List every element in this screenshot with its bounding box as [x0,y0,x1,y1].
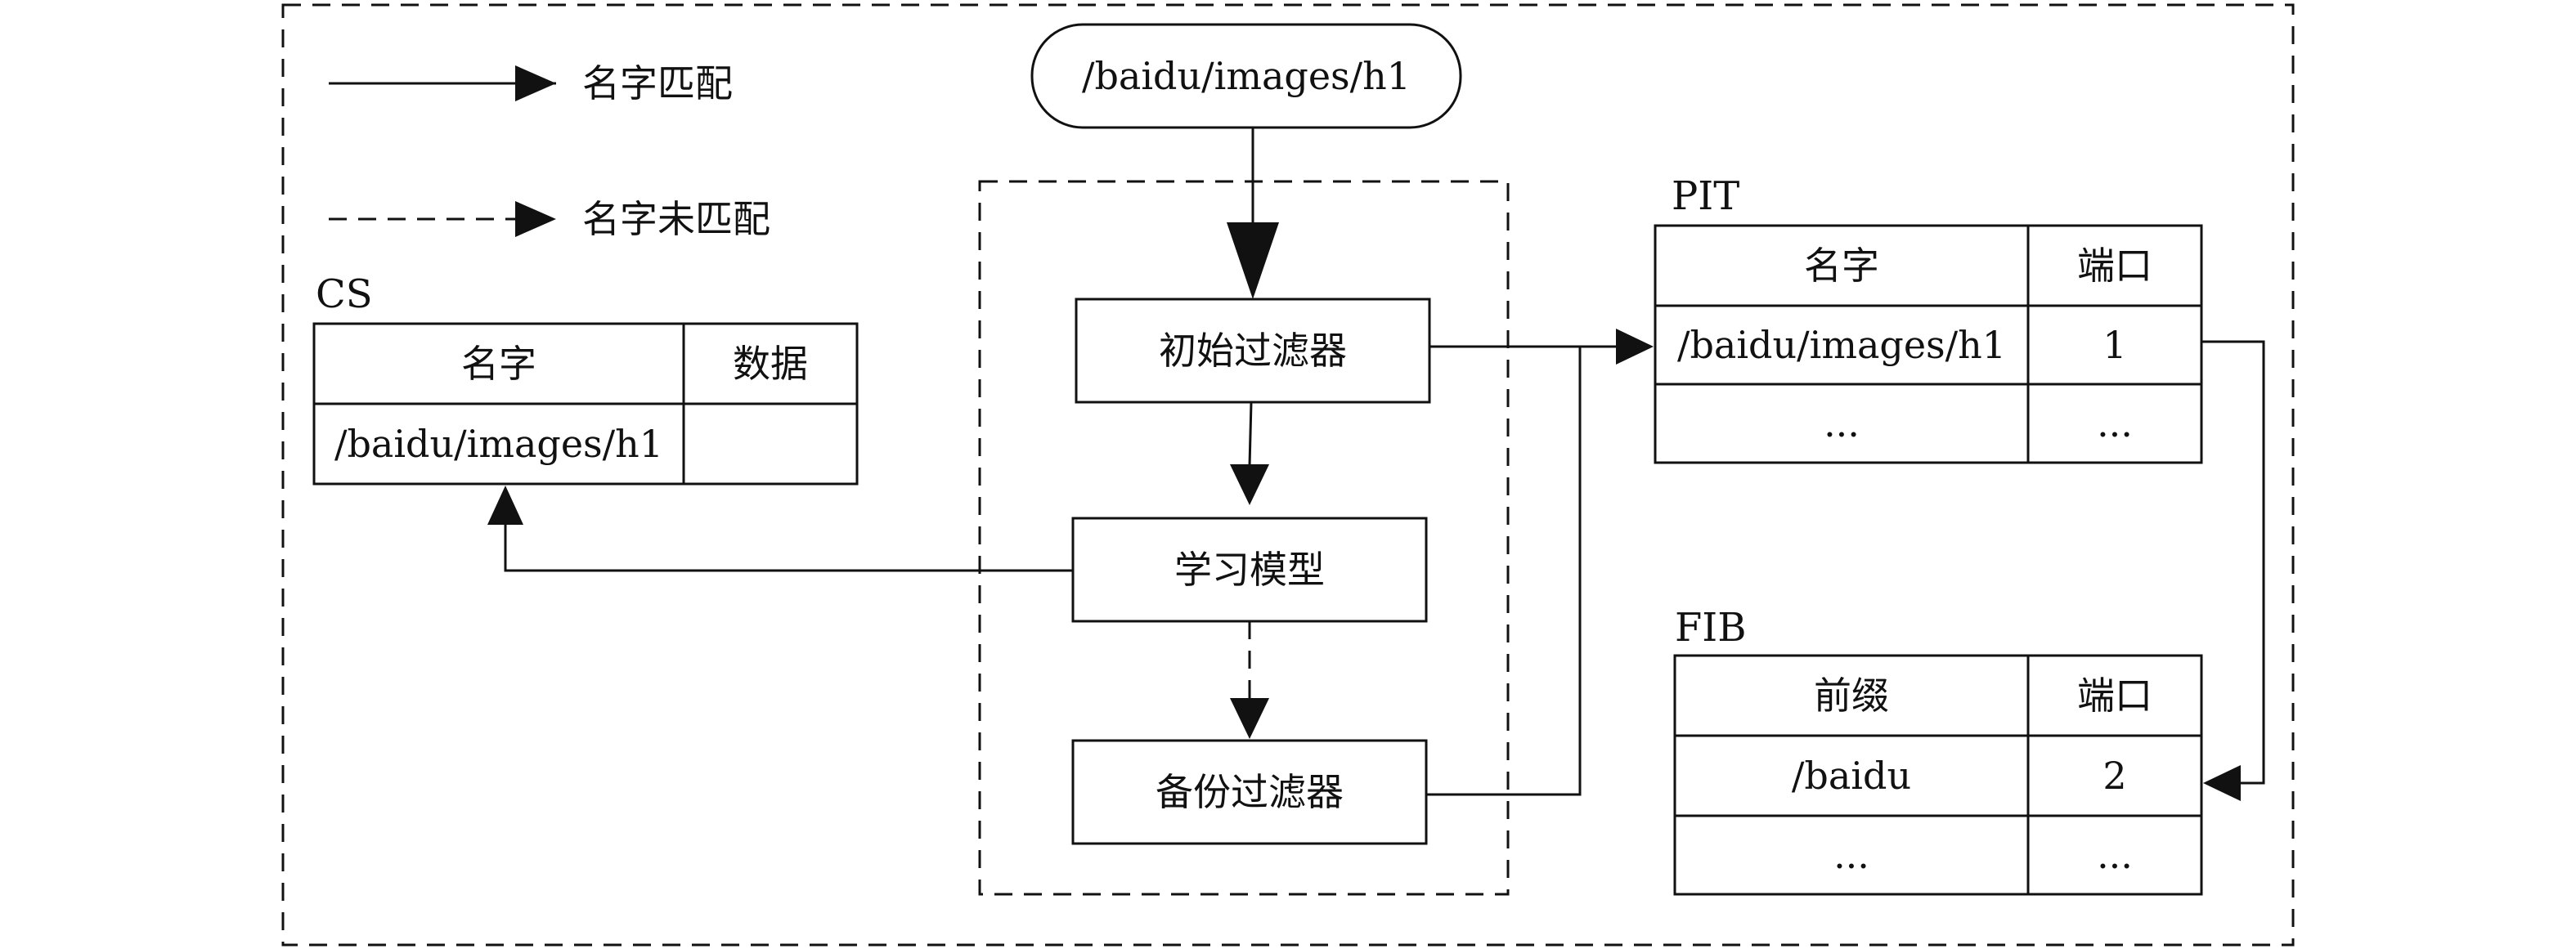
fib-table-grid [1673,654,2203,896]
pit-to-fib-line [2201,340,2265,785]
pit-row2-name: ... [1824,401,1860,445]
filter-to-model-arrowhead [1230,464,1269,505]
cs-title: CS [316,271,373,317]
fib-header-port: 端口 [2077,674,2152,718]
filter-to-model-line [1248,401,1253,467]
learning-model-label: 学习模型 [1174,548,1325,592]
fib-row2-port: ... [2097,833,2133,877]
filter-dashed-frame [978,180,1510,896]
fib-title: FIB [1675,605,1747,651]
initial-filter-label: 初始过滤器 [1159,329,1347,373]
legend-match-label: 名字匹配 [582,61,733,105]
legend-solid-arrowhead [515,65,556,101]
initial-filter-box [1075,298,1431,404]
request-to-filter-arrowhead [1227,222,1279,299]
cs-table-grid [312,322,859,486]
fib-row1-prefix: /baidu [1791,754,1912,798]
pit-table-grid [1654,224,2203,464]
request-name: /baidu/images/h1 [1081,54,1411,98]
backup-to-pit-line [1426,347,1582,796]
pit-header-name: 名字 [1804,244,1879,288]
fib-row1-port: 2 [2103,754,2127,798]
fib-header-prefix: 前缀 [1814,674,1889,718]
legend-dashed-arrowhead [515,201,556,237]
pit-row2-port: ... [2097,401,2133,445]
backup-filter-box [1071,739,1428,845]
pit-to-fib-arrowhead [2203,765,2241,801]
outer-dashed-frame [281,3,2295,947]
pit-title: PIT [1672,173,1740,219]
cs-header-name: 名字 [461,342,536,386]
pit-header-port: 端口 [2077,244,2152,288]
model-to-cs-line [504,525,1073,572]
legend-nomatch-label: 名字未匹配 [582,197,770,241]
model-to-cs-arrowhead [487,486,523,525]
pit-row1-name: /baidu/images/h1 [1676,323,2007,367]
model-to-backup-arrowhead [1230,698,1269,739]
pit-row1-port: 1 [2103,323,2127,367]
filter-to-pit-arrowhead [1616,329,1654,365]
fib-row2-prefix: ... [1833,833,1869,877]
cs-header-data: 数据 [733,342,808,386]
cs-cell-name: /baidu/images/h1 [334,422,664,466]
backup-filter-label: 备份过滤器 [1156,770,1344,814]
request-node-border [1030,23,1462,129]
